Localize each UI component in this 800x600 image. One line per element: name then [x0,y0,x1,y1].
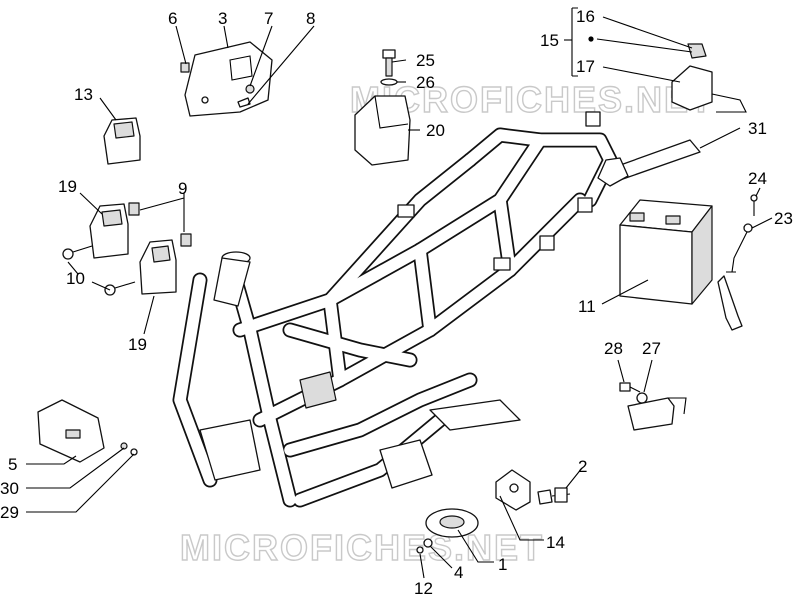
callout-2: 2 [578,457,587,476]
callout-14: 14 [546,533,565,552]
callout-8: 8 [306,9,315,28]
callout-30: 30 [0,479,19,498]
callout-1: 1 [498,555,507,574]
part-2-bolt [537,487,571,505]
callout-5: 5 [8,455,17,474]
part-9-nuts [128,202,192,247]
part-1-horn [425,508,479,538]
callout-19-upper: 19 [58,177,77,196]
part-19-holder-lower [139,239,177,295]
part-5-cover [37,399,105,463]
part-27-nut [636,392,648,404]
part-8-screw [237,97,251,108]
callout-20: 20 [426,121,445,140]
callout-3: 3 [218,9,227,28]
callout-28: 28 [604,339,623,358]
callout-17: 17 [576,57,595,76]
part-26-washer [380,78,398,86]
callout-7: 7 [264,9,273,28]
callout-9: 9 [178,179,187,198]
part-25-bolt [382,49,396,77]
part-13-holder [103,117,141,165]
callout-10: 10 [66,269,85,288]
part-7-clip [245,84,255,94]
callout-23: 23 [774,209,793,228]
part-12-screw [416,546,424,554]
callout-labels: 6 3 7 8 13 25 26 20 16 15 17 31 24 23 11… [0,7,793,598]
part-16-fuse [687,43,707,59]
callout-25: 25 [416,51,435,70]
part-17-relay [671,65,747,113]
callout-27: 27 [642,339,661,358]
watermark-top: MICROFICHES.NET [350,79,714,120]
callout-12: 12 [414,579,433,598]
scooter-frame [172,111,618,508]
part-31-strap [597,139,701,187]
part-30-clip [120,442,128,450]
callout-19-lower: 19 [128,335,147,354]
callout-15-dot [588,36,594,42]
part-23-cable [726,223,753,273]
part-3-cover-plate [184,41,273,117]
part-hose [717,275,743,331]
part-28-bolt [619,382,641,393]
callout-11: 11 [578,297,596,316]
part-24-screw [750,194,758,216]
callout-15: 15 [540,31,559,50]
leader-lines [26,7,773,579]
callout-16: 16 [576,7,595,26]
part-11-battery [619,199,713,305]
callout-6: 6 [168,9,177,28]
callout-13: 13 [74,85,93,104]
part-bracket-right [627,397,687,431]
callout-29: 29 [0,503,19,522]
part-29-screw [130,448,138,456]
part-10-screws [62,245,136,296]
callout-4: 4 [454,563,463,582]
part-20-bracket [354,95,411,166]
callout-26: 26 [416,73,435,92]
part-6-clip [180,62,190,73]
part-14-bracket [495,469,531,511]
part-19-holder-upper [89,203,129,259]
part-4-nut [423,538,433,548]
callout-24: 24 [748,169,767,188]
callout-31: 31 [748,119,767,138]
